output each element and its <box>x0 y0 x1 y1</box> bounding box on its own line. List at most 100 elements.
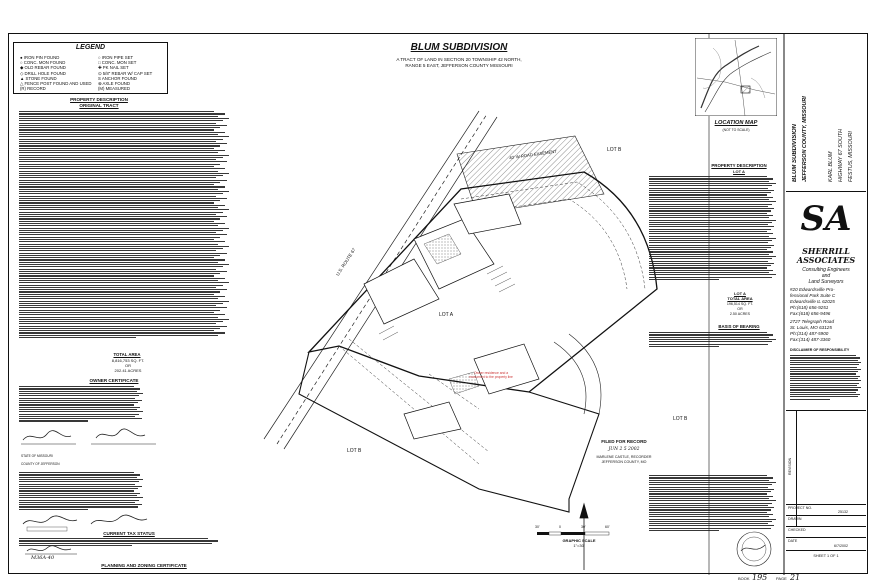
text-line <box>649 525 775 527</box>
graphic-scale-ratio: 1"=30' <box>573 543 585 548</box>
text-line <box>19 488 138 490</box>
text-line <box>649 332 767 334</box>
text-line <box>649 185 772 187</box>
scale-tick: 30' <box>535 525 540 529</box>
text-line <box>19 149 225 152</box>
text-line <box>649 196 774 198</box>
text-line <box>19 143 227 145</box>
text-line <box>19 193 223 195</box>
text-line <box>19 307 227 309</box>
text-line <box>649 253 770 255</box>
text-line <box>19 270 227 272</box>
text-line <box>19 234 227 236</box>
lot-a-label: LOT A <box>439 312 454 318</box>
text-line <box>19 225 219 227</box>
text-line <box>649 176 767 178</box>
text-line <box>790 364 860 366</box>
text-line <box>649 274 776 276</box>
text-line <box>649 334 774 336</box>
text-line <box>649 203 772 205</box>
text-line <box>19 483 136 485</box>
text-line <box>19 131 225 133</box>
text-line <box>19 120 223 122</box>
text-line <box>19 538 208 540</box>
right-description-heading: PROPERTY DESCRIPTION <box>711 163 767 168</box>
legend-item: ○ IRON PIPE SET <box>98 55 134 60</box>
text-line <box>790 355 857 357</box>
lot-a-or: OR <box>737 307 743 311</box>
text-line <box>790 373 857 375</box>
page-number: 21 <box>790 573 801 582</box>
legend-title: LEGEND <box>75 44 106 51</box>
firm-name-1: SHERRILL <box>802 246 850 256</box>
scale-tick: 30' <box>581 525 586 529</box>
legend-left-list: ● IRON PIN FOUND ○ CONC. MON FOUND ◆ OLD… <box>20 55 92 91</box>
revision-block: REVISION <box>786 410 866 531</box>
state-line: STATE OF MISSOURI <box>21 454 53 458</box>
text-line <box>19 545 132 547</box>
text-line <box>790 387 861 389</box>
text-line <box>19 314 225 316</box>
text-line <box>649 509 771 511</box>
text-line <box>19 284 223 286</box>
subdivision-title: BLUM SUBDIVISION <box>410 42 508 53</box>
lot-a-sqft: 196,514 SQ. FT. <box>726 302 754 306</box>
planning-file-no: M36A-40 <box>31 555 55 561</box>
text-line <box>19 492 141 494</box>
text-line <box>649 249 767 251</box>
text-line <box>19 259 225 261</box>
tax-status-heading: CURRENT TAX STATUS <box>103 531 155 536</box>
text-line <box>19 134 219 136</box>
text-line <box>790 393 860 396</box>
text-line <box>649 210 771 212</box>
text-line <box>649 495 774 497</box>
text-line <box>649 221 772 223</box>
text-line <box>790 389 859 391</box>
text-line <box>649 189 775 191</box>
lot-b-top-label: LOT B <box>607 147 622 153</box>
text-line <box>19 474 141 476</box>
text-line <box>19 220 215 222</box>
text-line <box>19 325 227 327</box>
right-description-text <box>649 175 777 287</box>
text-line <box>19 115 219 117</box>
firm-address: St. Louis, MO 63125 <box>790 325 832 330</box>
text-line <box>19 236 221 238</box>
text-line <box>19 393 143 395</box>
text-line <box>19 388 141 390</box>
text-line <box>649 262 775 264</box>
text-line <box>649 345 720 347</box>
text-line <box>19 275 215 277</box>
subtitle-line-1: A TRACT OF LAND IN SECTION 20 TOWNSHIP 4… <box>396 57 522 62</box>
text-line <box>649 339 776 341</box>
text-line <box>19 481 139 483</box>
text-line <box>19 118 229 120</box>
disclaimer-text <box>790 354 862 402</box>
original-tract-heading: ORIGINAL TRACT <box>79 103 119 108</box>
text-line <box>649 217 770 219</box>
legend-item: ▲ STONE FOUND <box>20 75 57 81</box>
text-line <box>19 195 217 197</box>
text-line <box>649 201 776 203</box>
firm-tag-1: Consulting Engineers <box>802 267 850 273</box>
text-line <box>649 265 771 267</box>
text-line <box>649 205 769 207</box>
legend-right-list: ○ IRON PIPE SET □ CONC. MON SET ✚ PK NAI… <box>98 55 168 91</box>
text-line <box>649 520 772 522</box>
property-description-heading: PROPERTY DESCRIPTION <box>70 97 128 102</box>
text-line <box>19 402 138 404</box>
text-line <box>19 266 223 268</box>
text-line <box>19 156 223 158</box>
book-number: 195 <box>752 573 768 582</box>
drawn-row: DRAWN <box>786 515 866 526</box>
firm-address: 2727 Telegraph Road <box>790 319 835 324</box>
text-line <box>19 261 219 263</box>
text-line <box>19 163 221 165</box>
text-line <box>19 136 229 138</box>
location-map-sub: (NOT TO SCALE) <box>722 128 750 132</box>
text-line <box>19 127 221 129</box>
text-line <box>649 246 771 248</box>
legend-item: (R) RECORD <box>20 86 46 92</box>
text-line <box>649 482 776 484</box>
text-line <box>19 476 137 478</box>
